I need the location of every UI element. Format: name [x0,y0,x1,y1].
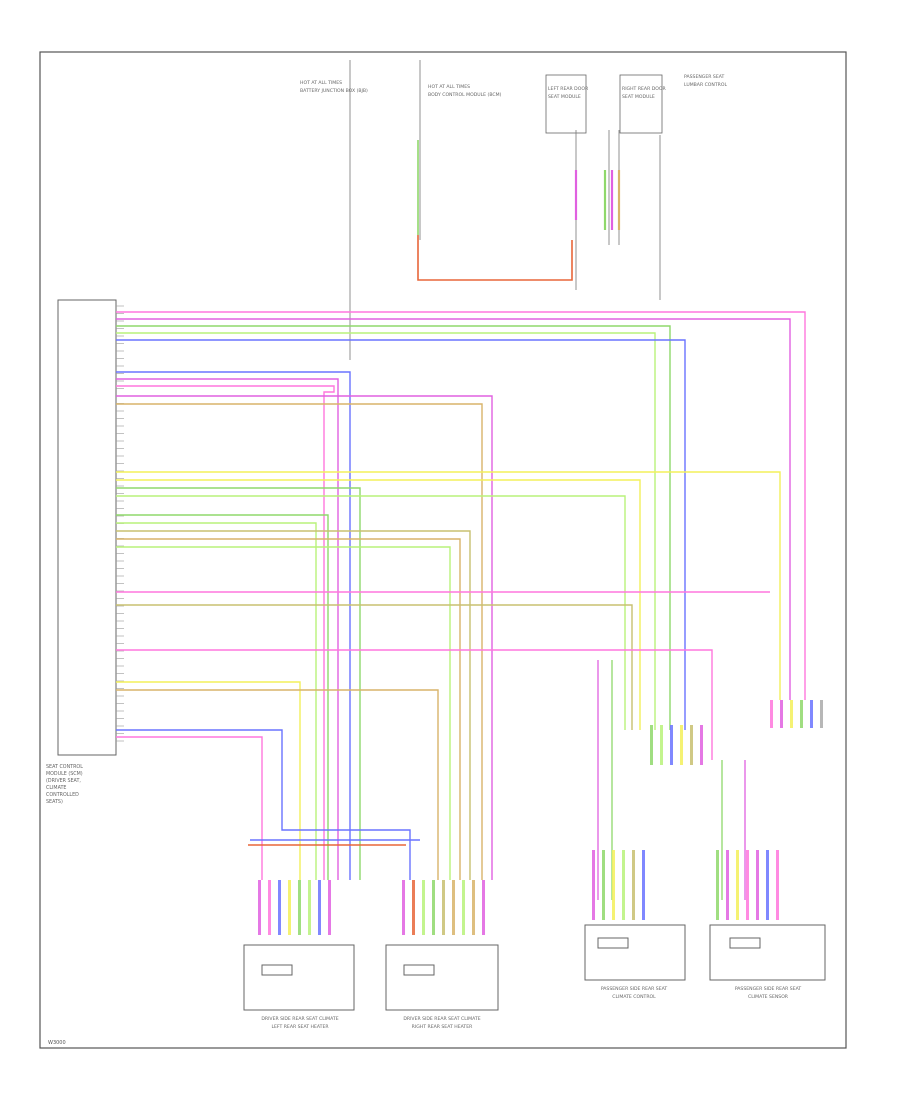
bottom-component-labels: DRIVER SIDE REAR SEAT CLIMATE LEFT REAR … [261,986,801,1030]
connector-stripe [642,850,645,920]
connector-stripe [328,880,331,935]
connector-stripe [810,700,813,728]
component-sub: CLIMATE CONTROL [612,994,656,1000]
top-connector-sub: SEAT MODULE [548,94,581,100]
module-label-line: SEATS) [46,799,63,805]
module-label: SEAT CONTROL MODULE (SCM) (DRIVER SEAT, … [46,764,83,805]
connector-stripe [268,880,271,935]
wire-bundle-upper [116,311,806,880]
module-label-line: CLIMATE [46,785,66,791]
connector-stripe [288,880,291,935]
top-connector-box [545,74,587,134]
top-connector-sub: BATTERY JUNCTION BOX (BJB) [300,88,368,94]
top-connector-group [349,60,663,360]
connector-stripe [412,880,415,935]
bottom-components [243,924,826,1011]
connector-stripe [258,880,261,935]
connector-stripe [680,725,683,765]
connector-stripe [776,850,779,920]
component-box [385,944,499,1011]
component-sub: RIGHT REAR SEAT HEATER [412,1024,473,1030]
connector-stripe [422,880,425,935]
connector-stripe [452,880,455,935]
top-connector-label: HOT AT ALL TIMES [300,80,342,86]
module-label-line: (DRIVER SEAT, [46,778,81,784]
connector-stripe [482,880,485,935]
connector-stripe [766,850,769,920]
connector-stripe [690,725,693,765]
component-label: DRIVER SIDE REAR SEAT CLIMATE [261,1016,338,1022]
top-connector-sub: BODY CONTROL MODULE (BCM) [428,92,502,98]
module-label-line: MODULE (SCM) [46,771,83,777]
component-box [243,944,355,1011]
connector-stripe [650,725,653,765]
connector-stripe [318,880,321,935]
connector-stripe [790,700,793,728]
connector-stripe [472,880,475,935]
component-box [709,924,826,981]
connector-stripe [278,880,281,935]
wire-bundle-middle [116,471,781,880]
component-label: PASSENGER SIDE REAR SEAT [735,986,802,992]
connector-stubs [574,170,621,230]
top-connector-sub: SEAT MODULE [622,94,655,100]
connector-stripe [700,725,703,765]
connector-stripe [820,700,823,728]
top-connector-label: PASSENGER SEAT [684,74,725,80]
top-connector-box [619,74,663,134]
connector-stripe [756,850,759,920]
connector-stripe [612,850,615,920]
component-sub: CLIMATE SENSOR [748,994,789,1000]
connector-stripe [746,850,749,920]
connector-stripe [800,700,803,728]
top-connector-label: RIGHT REAR DOOR [622,86,666,92]
connector-stripe [632,850,635,920]
component-label: PASSENGER SIDE REAR SEAT [601,986,668,992]
connector-stripe [736,850,739,920]
connector-stripe [462,880,465,935]
connector-stripe [726,850,729,920]
connector-stripe [308,880,311,935]
top-connector-labels: HOT AT ALL TIMES BATTERY JUNCTION BOX (B… [300,74,727,100]
module-label-line: SEAT CONTROL [46,764,83,770]
right-connector-columns [597,660,746,900]
top-connector-label: HOT AT ALL TIMES [428,84,470,90]
connector-stripe [660,725,663,765]
connector-stripe [670,725,673,765]
component-box [584,924,686,981]
connector-stripe [432,880,435,935]
component-label: DRIVER SIDE REAR SEAT CLIMATE [403,1016,480,1022]
top-connector-label: LEFT REAR DOOR [548,86,589,92]
seat-control-module-box [57,299,117,756]
diagram-frame [39,51,847,1049]
connector-stripe [770,700,773,728]
connector-stripe [716,850,719,920]
footer-code: W3000 [48,1040,66,1046]
component-sub: LEFT REAR SEAT HEATER [271,1024,329,1030]
module-label-line: CONTROLLED [46,792,79,798]
wire-bundle-lower [116,591,770,880]
connector-stripe [602,850,605,920]
connector-stripe [298,880,301,935]
connector-stripe [780,700,783,728]
connector-stripes [258,700,823,935]
connector-stripe [402,880,405,935]
connector-stripe [442,880,445,935]
wire-red-feed [417,235,573,281]
connector-stripe [592,850,595,920]
connector-stripe [622,850,625,920]
top-connector-sub: LUMBAR CONTROL [684,82,727,88]
